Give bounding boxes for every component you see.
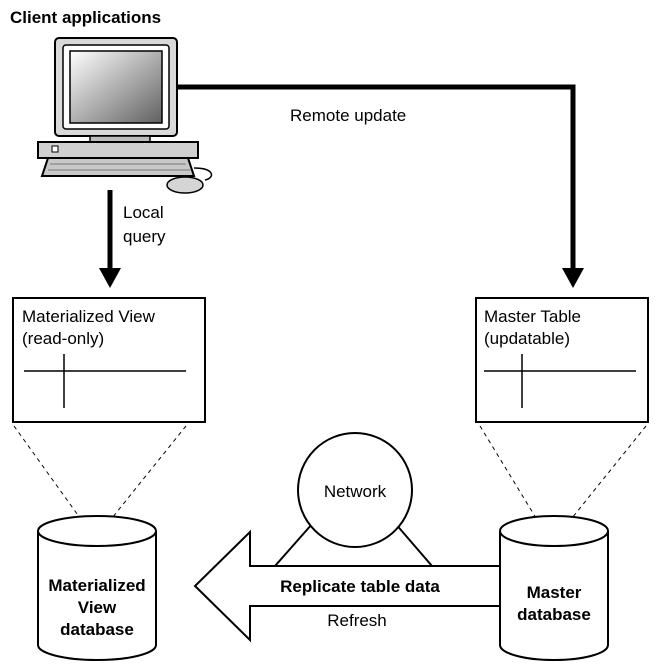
projection-lines [13, 425, 647, 519]
materialized-view-box [12, 297, 206, 423]
remote-update-label: Remote update [290, 106, 406, 125]
local-query-label-line2: query [123, 227, 166, 246]
master-table-title: Master Table [484, 307, 581, 326]
master-db-label-line2: database [517, 605, 591, 624]
network-node [274, 432, 433, 567]
master-table-subtitle: (updatable) [484, 329, 570, 348]
master-table-box [475, 297, 649, 423]
remote-update-arrow [177, 84, 584, 288]
client-computer-icon [37, 37, 213, 194]
local-query-label-line1: Local [123, 203, 164, 222]
materialized-view-db-label-line3: database [60, 620, 134, 639]
materialized-view-title: Materialized View [22, 307, 156, 326]
materialized-view-subtitle: (read-only) [22, 329, 104, 348]
refresh-label: Refresh [327, 611, 387, 630]
materialized-view-db-label-line2: View [78, 598, 117, 617]
replicate-label: Replicate table data [280, 577, 440, 596]
materialized-view-db-label-line1: Materialized [48, 576, 145, 595]
master-db-label-line1: Master [527, 583, 582, 602]
master-database-icon [499, 515, 609, 661]
local-query-arrow [99, 190, 121, 288]
diagram-title: Client applications [10, 8, 161, 27]
materialized-view-database-icon [37, 515, 157, 661]
network-label: Network [324, 482, 387, 501]
